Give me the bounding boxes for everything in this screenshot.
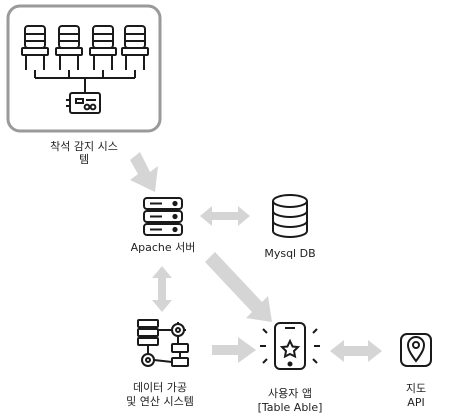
- smartphone-app-icon: [260, 322, 320, 370]
- arrow-processing-to-app: [212, 337, 256, 363]
- data-processing-icon: [137, 319, 189, 367]
- mysql-label: Mysql DB: [264, 247, 316, 260]
- arrow-apache-to-app: [205, 252, 272, 322]
- apache-label: Apache 서버: [130, 241, 196, 254]
- processing-label-line2: 및 연산 시스템: [126, 395, 194, 408]
- map-api-label-line2: API: [407, 396, 425, 409]
- chairs-with-sensor-icon: [21, 25, 149, 114]
- arrow-seat-to-apache: [130, 152, 158, 192]
- processing-label-line1: 데이터 가공: [132, 381, 188, 394]
- database-icon: [272, 194, 308, 238]
- seat-system-label-line1: 착석 감지 시스: [50, 140, 118, 153]
- arrows: [130, 152, 382, 363]
- arrow-app-map: [330, 340, 382, 362]
- user-app-label-line2: [Table Able]: [257, 401, 323, 414]
- map-pin-icon: [400, 333, 432, 367]
- server-icon: [143, 197, 183, 236]
- user-app-label-line1: 사용자 앱: [268, 387, 312, 400]
- arrow-apache-mysql: [200, 206, 250, 226]
- seat-system-label-line2: 템: [78, 153, 90, 166]
- seat-system-node: [6, 4, 162, 133]
- map-api-label-line1: 지도: [405, 382, 427, 395]
- arrow-apache-processing: [152, 266, 172, 312]
